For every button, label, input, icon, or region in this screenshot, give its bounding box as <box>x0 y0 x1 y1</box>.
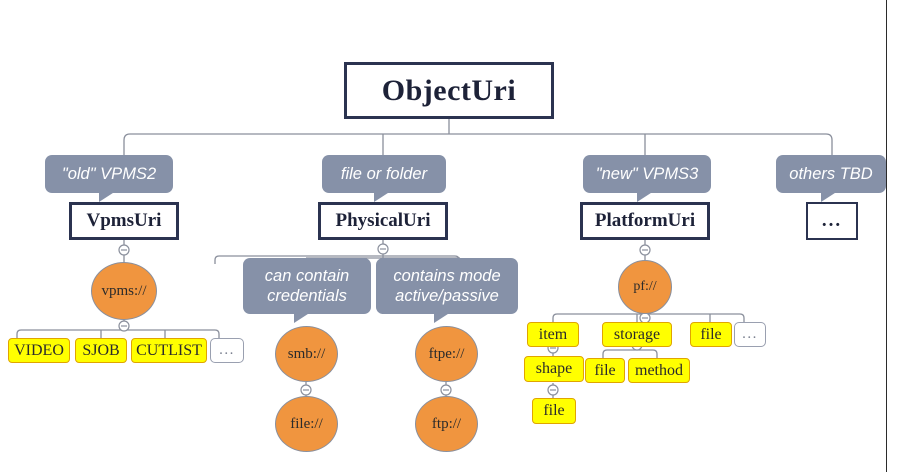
leaf-vpms-ellipsis[interactable]: ... <box>210 338 244 363</box>
node-scheme-ftp[interactable]: ftp:// <box>415 396 478 452</box>
node-vpmsuri[interactable]: VpmsUri <box>69 202 179 240</box>
node-scheme-vpms[interactable]: vpms:// <box>91 262 157 320</box>
note-tail-icon <box>434 312 451 323</box>
note-tail-icon <box>99 191 116 202</box>
note-credentials-line2: credentials <box>267 287 347 305</box>
right-edge-border <box>886 0 887 472</box>
note-mode-line2: active/passive <box>395 287 499 305</box>
note-new-vpms3-label: "new" VPMS3 <box>595 164 699 183</box>
node-scheme-smb[interactable]: smb:// <box>275 326 338 382</box>
note-file-or-folder-label: file or folder <box>340 164 428 183</box>
node-physicaluri[interactable]: PhysicalUri <box>318 202 448 240</box>
note-tail-icon <box>821 191 838 202</box>
node-scheme-ftpe[interactable]: ftpe:// <box>415 326 478 382</box>
leaf-cutlist[interactable]: CUTLIST <box>131 338 207 363</box>
leaf-storage[interactable]: storage <box>602 322 672 347</box>
leaf-shape[interactable]: shape <box>524 356 584 382</box>
node-root-objecturi[interactable]: ObjectUri <box>344 62 554 119</box>
leaf-video[interactable]: VIDEO <box>8 338 70 363</box>
leaf-method[interactable]: method <box>628 358 690 383</box>
node-others-ellipsis[interactable]: ... <box>806 202 858 240</box>
leaf-file-pf[interactable]: file <box>690 322 732 347</box>
leaf-file-from-storage[interactable]: file <box>585 358 625 383</box>
note-tail-icon <box>294 312 311 323</box>
node-scheme-pf[interactable]: pf:// <box>618 260 672 314</box>
note-tail-icon <box>637 191 654 202</box>
note-file-or-folder[interactable]: file or folder <box>322 155 446 202</box>
note-others-tbd-label: others TBD <box>789 164 873 183</box>
note-old-vpms2[interactable]: "old" VPMS2 <box>45 155 173 202</box>
leaf-item[interactable]: item <box>527 322 579 347</box>
note-contains-mode[interactable]: contains mode active/passive <box>376 258 518 323</box>
leaf-file-from-shape[interactable]: file <box>532 398 576 424</box>
note-credentials-line1: can contain <box>264 266 350 285</box>
note-others-tbd[interactable]: others TBD <box>776 155 886 202</box>
node-platformuri[interactable]: PlatformUri <box>580 202 710 240</box>
note-mode-line1: contains mode <box>393 266 501 285</box>
note-can-contain-credentials[interactable]: can contain credentials <box>243 258 371 323</box>
leaf-sjob[interactable]: SJOB <box>75 338 127 363</box>
note-tail-icon <box>374 191 391 202</box>
leaf-pf-ellipsis[interactable]: ... <box>734 322 766 347</box>
note-new-vpms3[interactable]: "new" VPMS3 <box>583 155 711 202</box>
node-scheme-file-from-smb[interactable]: file:// <box>275 396 338 452</box>
note-old-vpms2-label: "old" VPMS2 <box>61 164 157 183</box>
